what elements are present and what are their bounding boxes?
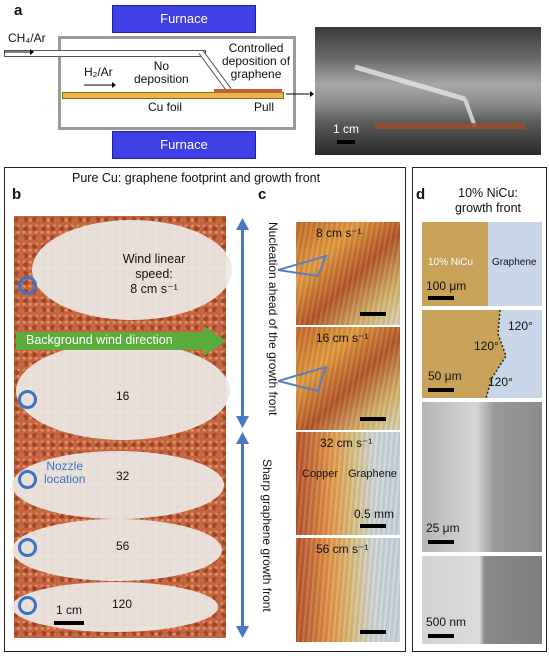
deposited-graphene bbox=[214, 89, 282, 93]
panel-bc-title: Pure Cu: graphene footprint and growth f… bbox=[72, 171, 321, 185]
d-scale-label-1: 100 μm bbox=[426, 279, 467, 293]
gas-in-label: CH₄/Ar bbox=[8, 31, 46, 45]
footprint-32 bbox=[12, 451, 224, 519]
sharp-arrow-head bbox=[236, 432, 249, 444]
nozzle-marker-3 bbox=[18, 470, 37, 489]
d-graphene-region-1 bbox=[488, 222, 542, 306]
nozzle-marker-4 bbox=[18, 538, 37, 557]
gas-tube-bend bbox=[198, 50, 232, 92]
d-scale-bar-4 bbox=[428, 634, 454, 638]
c-speed-label-32: 32 cm s⁻¹ bbox=[320, 436, 373, 450]
c-image-16: 16 cm s⁻¹ bbox=[278, 327, 400, 430]
c-image-8: 8 cm s⁻¹ bbox=[278, 222, 400, 325]
sharp-arrow-shaft bbox=[241, 440, 244, 630]
wind-direction-label: Background wind direction bbox=[26, 333, 173, 347]
d-optical-2: 120° 120° 120° 50 μm bbox=[422, 310, 542, 398]
wind-direction-arrow bbox=[16, 326, 226, 356]
panel-label-a: a bbox=[14, 2, 23, 19]
copper-label: Copper bbox=[302, 468, 339, 480]
footprint-photo: Wind linear speed: 8 cm s⁻¹ Background w… bbox=[12, 216, 232, 638]
angle-label-3: 120° bbox=[488, 375, 513, 389]
cu-foil-label: Cu foil bbox=[148, 100, 183, 114]
d-scale-bar-2 bbox=[428, 388, 454, 392]
photo-scale-bar bbox=[337, 140, 355, 144]
nucleation-label: Nucleation ahead of the growth front bbox=[266, 222, 280, 416]
c-nucleation-pointers-1 bbox=[278, 254, 328, 278]
panel-label-d: d bbox=[416, 186, 426, 203]
wind-speed-label: Wind linear speed: 8 cm s⁻¹ bbox=[122, 252, 186, 296]
panel-label-c: c bbox=[258, 186, 267, 203]
setup-photo: 1 cm bbox=[315, 27, 541, 155]
c-scale-bar-1 bbox=[360, 312, 386, 316]
c-image-32: 32 cm s⁻¹ Copper Graphene 0.5 mm bbox=[296, 432, 400, 535]
graphene-label-c: Graphene bbox=[348, 468, 397, 480]
h2ar-label: H₂/Ar bbox=[84, 65, 113, 79]
footprint-120 bbox=[12, 582, 218, 632]
photo-b-scale-label: 1 cm bbox=[56, 603, 83, 617]
d-sem-2: 500 nm bbox=[422, 556, 542, 644]
nozzle-marker-1 bbox=[18, 276, 37, 295]
panel-bc-frame bbox=[4, 167, 406, 652]
footprint-8 bbox=[32, 220, 232, 320]
nucleation-arrow-tail bbox=[236, 416, 249, 428]
c-scale-bar-2 bbox=[360, 417, 386, 421]
sharp-label: Sharp graphene growth front bbox=[260, 458, 274, 612]
nozzle-marker-5 bbox=[18, 596, 37, 615]
pull-arrow bbox=[286, 91, 314, 97]
d-scale-bar-1 bbox=[428, 296, 454, 300]
nucleation-arrow-shaft bbox=[241, 226, 244, 422]
d-sem-1: 25 μm bbox=[422, 402, 542, 552]
nicu-label: 10% NiCu bbox=[428, 257, 474, 268]
d-optical-1: 10% NiCu Graphene 100 μm bbox=[422, 222, 542, 306]
panel-label-b: b bbox=[12, 186, 22, 203]
c-scale-bar-4 bbox=[360, 630, 386, 634]
footprint-56 bbox=[12, 519, 222, 581]
c-image-56: 56 cm s⁻¹ bbox=[296, 538, 400, 642]
c-speed-label-56: 56 cm s⁻¹ bbox=[316, 542, 369, 556]
gas-tube bbox=[4, 50, 206, 57]
d-scale-label-2: 50 μm bbox=[428, 369, 462, 383]
d-scale-label-3: 25 μm bbox=[426, 521, 460, 535]
footprint-16 bbox=[16, 342, 230, 440]
furnace-bottom: Furnace bbox=[112, 131, 256, 159]
panel-d-title: 10% NiCu: growth front bbox=[454, 186, 521, 215]
gas-in-arrow bbox=[4, 49, 34, 55]
c-scale-bar-3 bbox=[360, 524, 386, 528]
c-speed-label-8: 8 cm s⁻¹ bbox=[316, 226, 362, 240]
sharp-arrow-tail bbox=[236, 626, 249, 638]
nozzle-location-label: Nozzle location bbox=[44, 459, 86, 486]
h2ar-arrow bbox=[84, 82, 116, 88]
no-deposition-label: No deposition bbox=[134, 59, 189, 86]
speed-label-32: 32 bbox=[116, 469, 130, 483]
furnace-top: Furnace bbox=[112, 5, 256, 33]
quartz-tube-drawing bbox=[354, 64, 525, 129]
c-scale-label: 0.5 mm bbox=[354, 507, 395, 521]
photo-b-scale-bar bbox=[54, 621, 84, 625]
speed-label-56: 56 bbox=[116, 539, 130, 553]
angle-label-1: 120° bbox=[508, 319, 533, 333]
cu-foil bbox=[62, 92, 284, 99]
angle-label-2: 120° bbox=[474, 339, 499, 353]
d-growth-front-edge bbox=[485, 310, 542, 398]
graphene-label-d: Graphene bbox=[492, 257, 537, 268]
speed-label-16: 16 bbox=[116, 389, 130, 403]
nozzle-marker-2 bbox=[18, 390, 37, 409]
photo-scale-label: 1 cm bbox=[333, 122, 360, 136]
nucleation-arrow-head bbox=[236, 218, 249, 230]
c-speed-label-16: 16 cm s⁻¹ bbox=[316, 331, 369, 345]
d-scale-label-4: 500 nm bbox=[426, 615, 467, 629]
panel-d-frame bbox=[412, 167, 547, 652]
speed-label-120: 120 bbox=[112, 597, 133, 611]
d-scale-bar-3 bbox=[428, 540, 454, 544]
c-nucleation-pointers-2 bbox=[278, 365, 328, 393]
pull-label: Pull bbox=[254, 100, 275, 114]
controlled-deposition-label: Controlled deposition of graphene bbox=[222, 41, 291, 81]
